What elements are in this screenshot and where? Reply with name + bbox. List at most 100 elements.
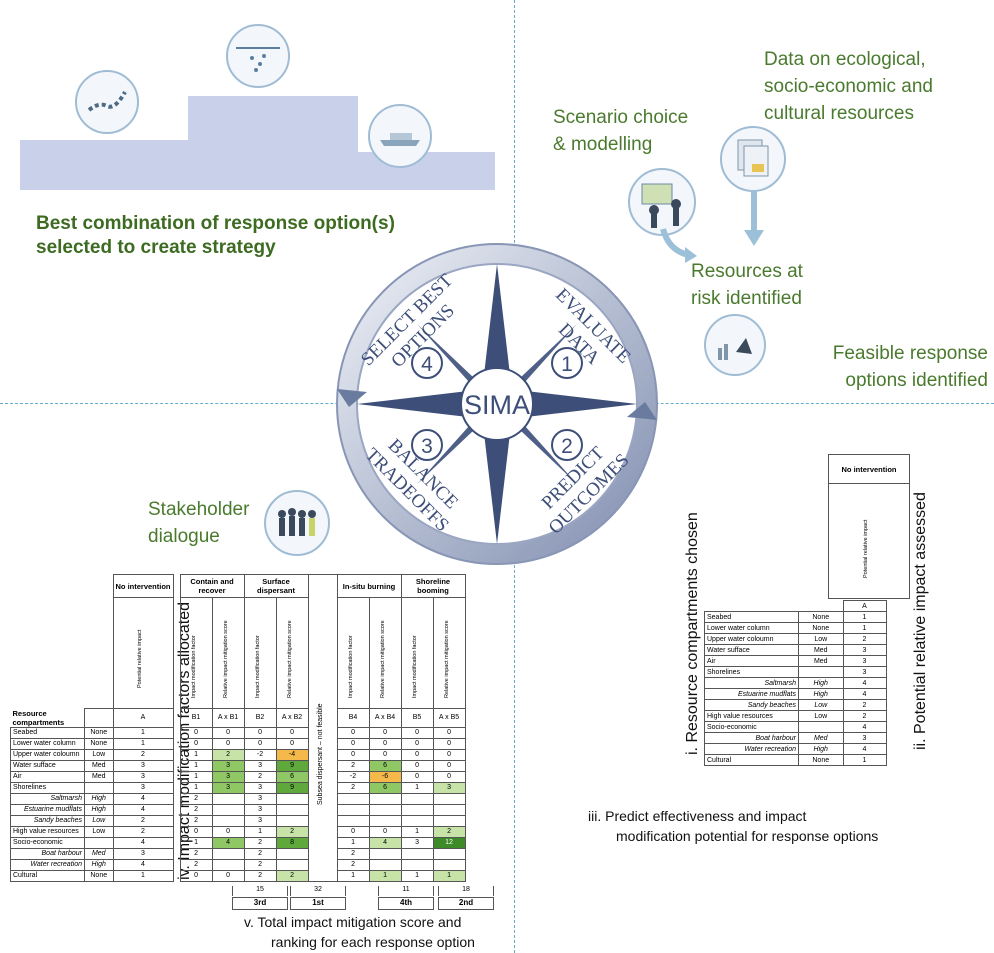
- row-cell: 0: [368, 737, 402, 750]
- row-cell: 2: [336, 858, 370, 871]
- row-label: Seabed: [10, 726, 85, 739]
- rank-label: 2nd: [438, 896, 494, 910]
- row-cell: 1: [400, 869, 434, 882]
- row-impact: Med: [84, 759, 114, 772]
- row-cell: [432, 803, 466, 816]
- row-cell: -6: [368, 770, 402, 783]
- row-cell: [400, 814, 434, 827]
- row-cell: 1: [179, 748, 213, 761]
- row-impact: None: [84, 869, 114, 882]
- podium: [20, 96, 495, 190]
- factor-header: Impact modification factor: [254, 635, 261, 698]
- row-cell: 2: [243, 770, 277, 783]
- small-row-impact: None: [798, 622, 844, 634]
- option-booming: Shoreline booming: [400, 574, 466, 598]
- row-cell: [211, 858, 245, 871]
- row-cell: [275, 847, 309, 860]
- small-row-impact: High: [798, 677, 844, 689]
- row-cell: 0: [179, 737, 213, 750]
- row-label: Saltmarsh: [10, 792, 85, 805]
- row-cell: 1: [400, 825, 434, 838]
- small-row-impact: [798, 666, 844, 678]
- oil-slick-icon: [75, 70, 139, 134]
- row-impact: High: [84, 858, 114, 871]
- row-cell: [336, 792, 370, 805]
- row-cell: 2: [243, 858, 277, 871]
- row-cell: 2: [336, 847, 370, 860]
- row-impact: Med: [84, 847, 114, 860]
- row-cell: 0: [243, 726, 277, 739]
- row-cell: 3: [243, 781, 277, 794]
- row-cell: 2: [336, 759, 370, 772]
- small-row-a: 3: [842, 655, 887, 667]
- resource-chosen-label: i. Resource compartments chosen: [684, 512, 701, 755]
- row-cell: 2: [179, 803, 213, 816]
- row-cell: [368, 803, 402, 816]
- row-cell: 0: [211, 869, 245, 882]
- row-cell: [432, 858, 466, 871]
- total-score: 11: [378, 885, 434, 896]
- feasible-label: Feasible response options identified: [832, 343, 988, 391]
- scenario-label: Scenario choice & modelling: [553, 107, 689, 155]
- row-cell: 3: [432, 781, 466, 794]
- row-cell: 3: [243, 792, 277, 805]
- small-row-a: 3: [842, 732, 887, 744]
- small-table-subheader: Potential relative impact: [863, 519, 869, 578]
- row-cell: 2: [432, 825, 466, 838]
- row-cell: [211, 792, 245, 805]
- row-cell: 6: [368, 759, 402, 772]
- ship-icon: [368, 104, 432, 168]
- row-cell: [432, 814, 466, 827]
- arrow-data-icon: [744, 190, 764, 246]
- row-cell: [400, 847, 434, 860]
- step4-number: 4: [421, 353, 433, 376]
- row-cell: [400, 858, 434, 871]
- subsea-label: Subsea dispersant – not feasible: [316, 703, 324, 805]
- small-row-a: 1: [842, 611, 887, 623]
- row-cell: [368, 814, 402, 827]
- row-a: 2: [112, 814, 174, 827]
- row-cell: [432, 847, 466, 860]
- total-score: 18: [438, 885, 494, 896]
- small-table-subheader-box: Potential relative impact: [828, 482, 910, 599]
- row-cell: 0: [432, 737, 466, 750]
- small-col-a: A: [842, 600, 887, 612]
- row-cell: [368, 847, 402, 860]
- row-label: Water sufface: [10, 759, 85, 772]
- row-cell: 0: [211, 825, 245, 838]
- small-row-a: 1: [842, 622, 887, 634]
- row-cell: 2: [336, 781, 370, 794]
- row-cell: 0: [432, 726, 466, 739]
- small-row-label: Sandy beaches: [704, 699, 799, 711]
- row-cell: 0: [336, 825, 370, 838]
- row-cell: 2: [243, 847, 277, 860]
- data-label: Data on ecological, socio-economic and c…: [764, 49, 933, 124]
- rank-label: 1st: [290, 896, 346, 910]
- row-label: Boat harbour: [10, 847, 85, 860]
- row-label: Lower water column: [10, 737, 85, 750]
- row-a: 3: [112, 770, 174, 783]
- option-dispersant: Surface dispersant: [243, 574, 309, 598]
- small-row-label: Upper water coloumn: [704, 633, 799, 645]
- dispersant-icon: [226, 24, 290, 88]
- row-cell: [336, 803, 370, 816]
- row-cell: 12: [432, 836, 466, 849]
- no-intervention-header: No intervention: [112, 574, 174, 598]
- row-cell: 0: [400, 748, 434, 761]
- row-cell: 3: [243, 814, 277, 827]
- row-cell: 0: [211, 737, 245, 750]
